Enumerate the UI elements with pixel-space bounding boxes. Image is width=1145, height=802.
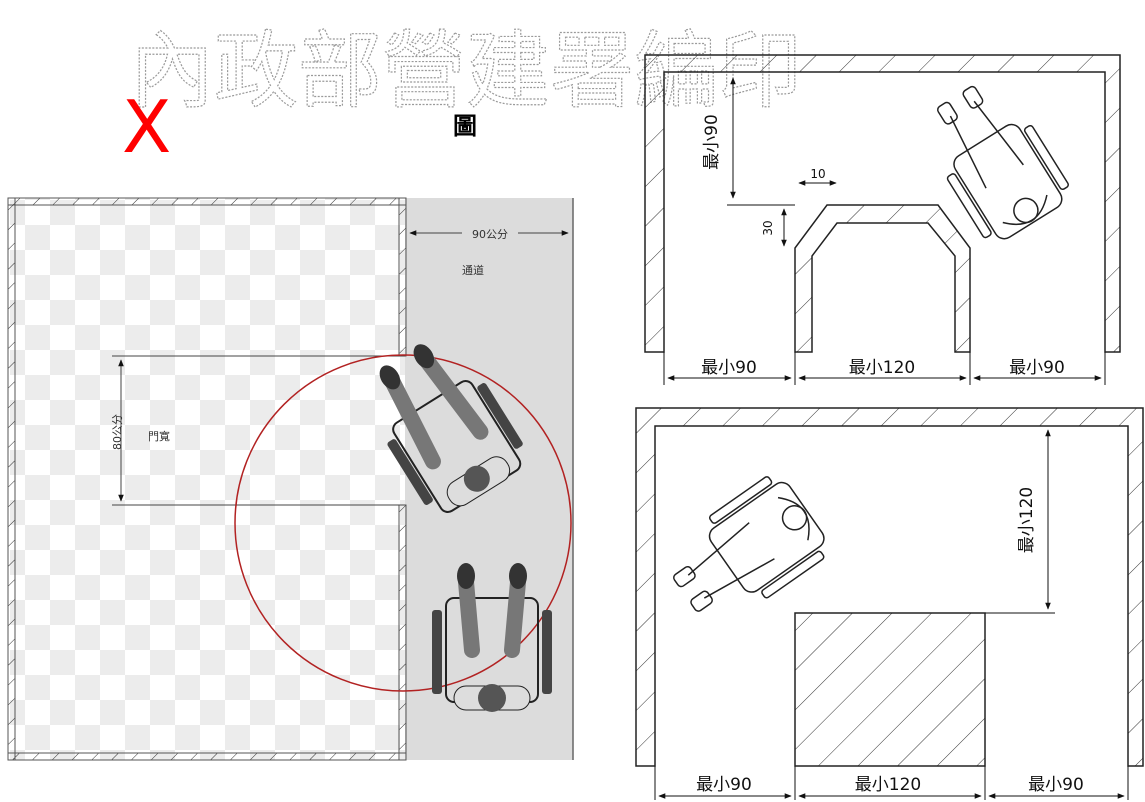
wheelchair-icon bbox=[379, 344, 523, 513]
bottom-dim-right: 最小90 bbox=[1028, 775, 1084, 795]
wheelchair-icon bbox=[432, 563, 552, 712]
wall-left bbox=[7, 197, 16, 761]
bottom-dim-right: 最小90 bbox=[1009, 358, 1065, 378]
wheelchair-icon bbox=[673, 476, 825, 612]
bottom-dim-left: 最小90 bbox=[696, 775, 752, 795]
room-floor bbox=[10, 198, 405, 760]
wall-partition-lower bbox=[398, 504, 407, 761]
wall-partition-upper bbox=[398, 197, 407, 357]
wall-bottom bbox=[7, 752, 407, 761]
bottom-right-diagram: 最小120 最小90 最小120 最小90 bbox=[635, 407, 1144, 800]
right-min-dim: 最小120 bbox=[1017, 487, 1037, 553]
bottom-dim-center: 最小120 bbox=[855, 775, 921, 795]
wheelchair-icon bbox=[936, 85, 1069, 240]
door-width-label: 80公分 bbox=[111, 414, 124, 450]
central-block bbox=[794, 612, 986, 767]
door-label: 門寬 bbox=[148, 429, 170, 443]
turning-circle bbox=[234, 354, 572, 692]
bottom-dim-left: 最小90 bbox=[701, 358, 757, 378]
corridor-width-label: 90公分 bbox=[472, 228, 508, 241]
figure-label: 圖 bbox=[453, 112, 477, 140]
nib-depth-label: 30 bbox=[761, 220, 775, 235]
corridor-label: 通道 bbox=[462, 263, 484, 277]
island-wall bbox=[794, 204, 971, 353]
nib-width-label: 10 bbox=[810, 167, 825, 181]
top-min-dim: 最小90 bbox=[702, 114, 722, 170]
x-mark: X bbox=[122, 85, 171, 169]
top-right-diagram: 最小90 10 30 最小90 最小120 最小90 bbox=[644, 54, 1121, 385]
corridor-dim-label-bg bbox=[462, 224, 518, 242]
wall-top bbox=[7, 197, 407, 206]
left-diagram: 90公分 通道 80公分 門寬 bbox=[7, 197, 574, 761]
bottom-dim-center: 最小120 bbox=[849, 358, 915, 378]
